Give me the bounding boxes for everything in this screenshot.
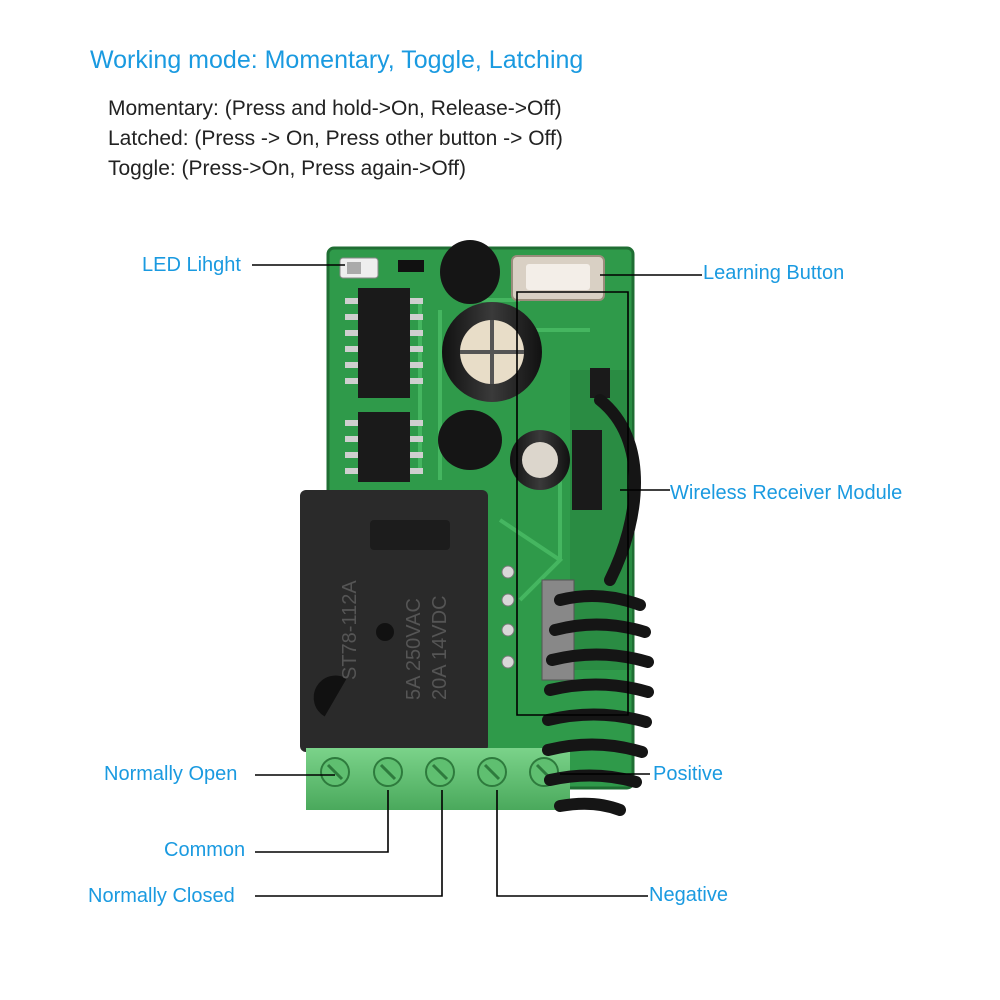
transistor-bottom bbox=[438, 410, 502, 470]
callout-negative: Negative bbox=[649, 884, 728, 906]
capacitor-large bbox=[442, 302, 542, 402]
callout-learning-button: Learning Button bbox=[703, 262, 845, 284]
ic-chip-lower bbox=[345, 412, 423, 482]
relay-ac-rating: 5A 250VAC bbox=[403, 598, 425, 700]
solder-pads bbox=[501, 565, 515, 669]
callout-normally-open: Normally Open bbox=[104, 763, 238, 785]
callout-common: Common bbox=[164, 839, 246, 861]
terminal-block bbox=[306, 748, 570, 810]
mode-latched: Latched: (Press -> On, Press other butto… bbox=[108, 127, 563, 150]
relay: ST78-112A 5A 250VAC 20A 14VDC bbox=[300, 490, 488, 752]
relay-model-label: ST78-112A bbox=[339, 580, 361, 680]
ic-chip-upper bbox=[345, 288, 423, 398]
leader-lines bbox=[252, 264, 702, 897]
capacitor-small bbox=[510, 430, 570, 490]
callout-led-light: LED Lihght bbox=[142, 254, 241, 276]
callout-normally-closed: Normally Closed bbox=[88, 885, 235, 907]
relay-dc-rating: 20A 14VDC bbox=[429, 595, 451, 700]
mode-toggle: Toggle: (Press->On, Press again->Off) bbox=[108, 157, 466, 180]
callout-wireless-receiver-module: Wireless Receiver Module bbox=[670, 482, 903, 504]
callout-positive: Positive bbox=[653, 763, 724, 785]
transistor-top bbox=[440, 240, 500, 304]
working-mode-heading: Working mode: Momentary, Toggle, Latchin… bbox=[90, 46, 584, 74]
learning-button bbox=[511, 255, 605, 301]
resistor-103 bbox=[398, 260, 424, 272]
mode-momentary: Momentary: (Press and hold->On, Release-… bbox=[108, 97, 562, 120]
antenna-coil bbox=[542, 394, 654, 816]
